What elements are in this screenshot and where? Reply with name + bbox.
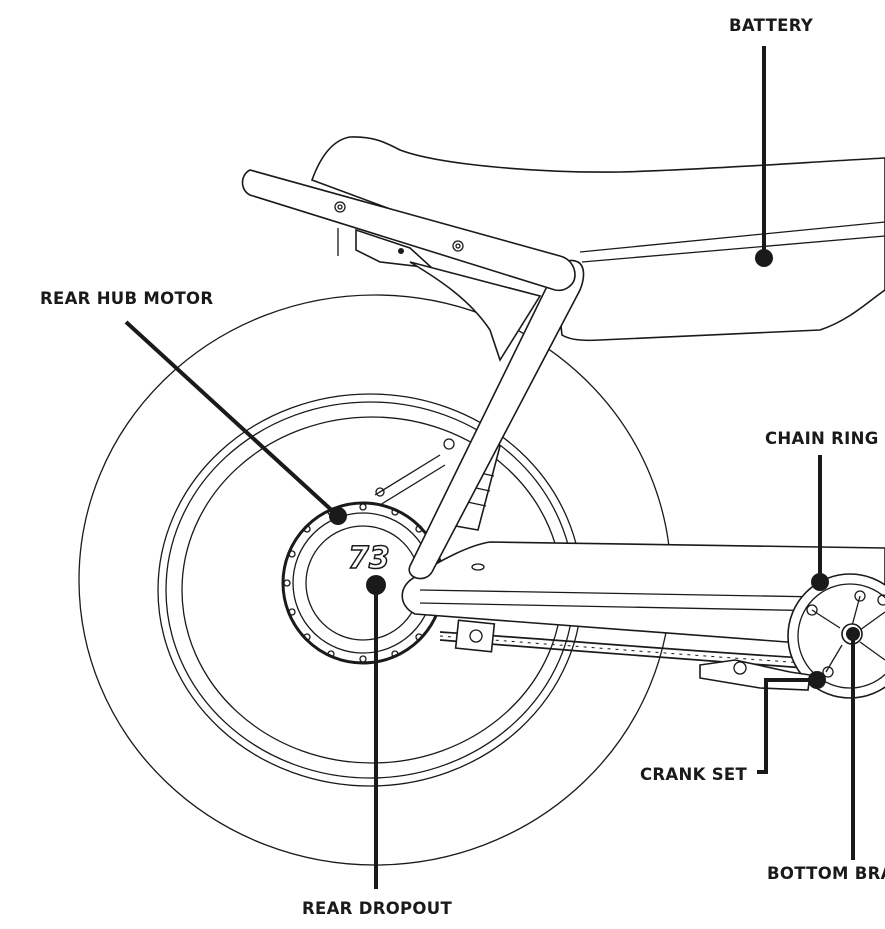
- hub-logo: 73: [348, 541, 390, 576]
- swingarm-slot: [471, 563, 485, 571]
- crank-arm-body: [699, 659, 811, 691]
- leader-crank-set-dot: [808, 671, 826, 689]
- rack-to-frame-strut: [409, 261, 542, 362]
- seat-battery: [310, 136, 885, 342]
- label-bottom-bracket: BOTTOM BRA: [767, 864, 885, 883]
- seat-shape: [310, 136, 885, 342]
- leader-rear-dropout-dot: [366, 575, 386, 595]
- chain-tensioner: [454, 619, 496, 653]
- labels: BATTERY REAR HUB MOTOR CHAIN RING CRANK …: [40, 16, 885, 918]
- label-rear-dropout: REAR DROPOUT: [302, 899, 452, 918]
- brake-link-pivot: [375, 487, 385, 497]
- chain-links: [439, 635, 806, 664]
- shock-top-mount: [443, 438, 455, 450]
- leader-rear-hub-motor-dot: [329, 507, 347, 525]
- tensioner-bolt: [469, 629, 483, 643]
- leader-chain-ring-dot: [811, 573, 829, 591]
- label-crank-set: CRANK SET: [640, 765, 747, 784]
- leader-bottom-bracket-dot: [846, 627, 860, 641]
- tensioner-block: [454, 619, 496, 653]
- swingarm-shape: [401, 541, 885, 651]
- brake-link: [374, 454, 446, 506]
- chain-ring-inner: [797, 583, 885, 689]
- label-rear-hub-motor: REAR HUB MOTOR: [40, 289, 213, 308]
- leader-crank-set: [757, 678, 817, 774]
- brake-link-bottom: [379, 464, 446, 506]
- brake-link-top: [374, 454, 441, 496]
- rack-bracket: [355, 228, 435, 270]
- leader-battery-dot: [755, 249, 773, 267]
- label-battery: BATTERY: [729, 16, 814, 35]
- leader-lines: [124, 46, 860, 889]
- rear-rack: [241, 169, 576, 362]
- label-chain-ring: CHAIN RING: [765, 429, 879, 448]
- crank-arm: [699, 659, 811, 691]
- battery-seam-top: [579, 221, 885, 253]
- battery-seam-bottom: [581, 235, 885, 263]
- chain-ring-spider: [811, 595, 885, 673]
- rack-rail: [241, 169, 576, 292]
- leader-rear-hub-motor: [124, 320, 340, 518]
